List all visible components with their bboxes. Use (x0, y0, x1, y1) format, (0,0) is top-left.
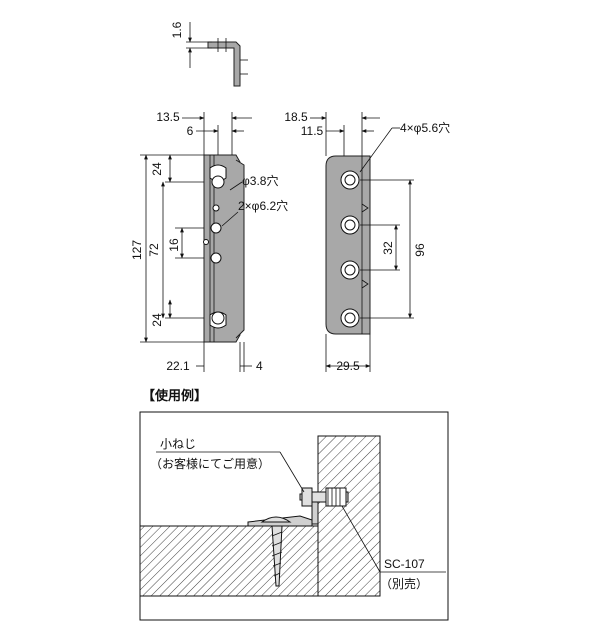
dim-pitch-small: 32 (381, 241, 395, 255)
back-view: 18.5 11.5 4×φ5.6穴 32 96 29.5 (284, 110, 450, 373)
dim-thickness: 1.6 (170, 21, 184, 38)
dim-hole-pitch: 16 (167, 238, 181, 252)
dim-pitch-large: 96 (413, 243, 427, 257)
front-view: 13.5 6 φ3.8穴 2×φ6.2穴 24 127 72 16 24 22.… (130, 110, 288, 373)
hole-small (212, 204, 220, 212)
screw-leader (279, 451, 305, 493)
dim-hole-large: 2×φ6.2穴 (238, 198, 288, 213)
dim-edge-offset: 6 (187, 124, 194, 138)
dim-width-top: 18.5 (284, 110, 308, 124)
screw-note: （お客様にてご用意） (150, 456, 270, 471)
side-view: 1.6 (170, 21, 248, 87)
hole-large-1 (210, 222, 222, 234)
back-bracket (325, 155, 371, 335)
hole-1 (340, 170, 360, 190)
dim-hole-small: φ3.8穴 (242, 173, 278, 188)
dim-slot-bottom: 24 (150, 313, 164, 327)
side-profile (207, 41, 241, 87)
dim-bottom-right: 4 (256, 359, 263, 373)
dim-holes: 4×φ5.6穴 (400, 120, 450, 135)
usage-example: 【使用例】 小ねじ （お客様にてご用意） SC-107 （別売） (139, 388, 449, 621)
front-flange (235, 159, 245, 339)
part-code: SC-107 (384, 557, 425, 571)
dim-slot-top: 24 (150, 162, 164, 176)
dim-width-bottom: 29.5 (336, 359, 360, 373)
screw-label: 小ねじ (160, 437, 196, 451)
part-leader (341, 505, 381, 573)
part-note: （別売） (380, 576, 428, 591)
dim-height-overall: 127 (130, 240, 144, 260)
wood-screw-shank (271, 525, 283, 587)
wood-screw-head (260, 516, 292, 523)
dim-bottom-left: 22.1 (166, 359, 190, 373)
hole-large-2 (210, 252, 222, 264)
dim-width-overall: 13.5 (156, 110, 180, 124)
hole-4 (340, 308, 360, 328)
vertical-panel (317, 435, 381, 597)
hole-2 (340, 215, 360, 235)
usage-title: 【使用例】 (142, 388, 207, 403)
horizontal-board (139, 525, 319, 597)
dim-mid-span: 72 (147, 243, 161, 257)
hole-3 (340, 260, 360, 280)
dim-offset-top: 11.5 (301, 124, 324, 138)
